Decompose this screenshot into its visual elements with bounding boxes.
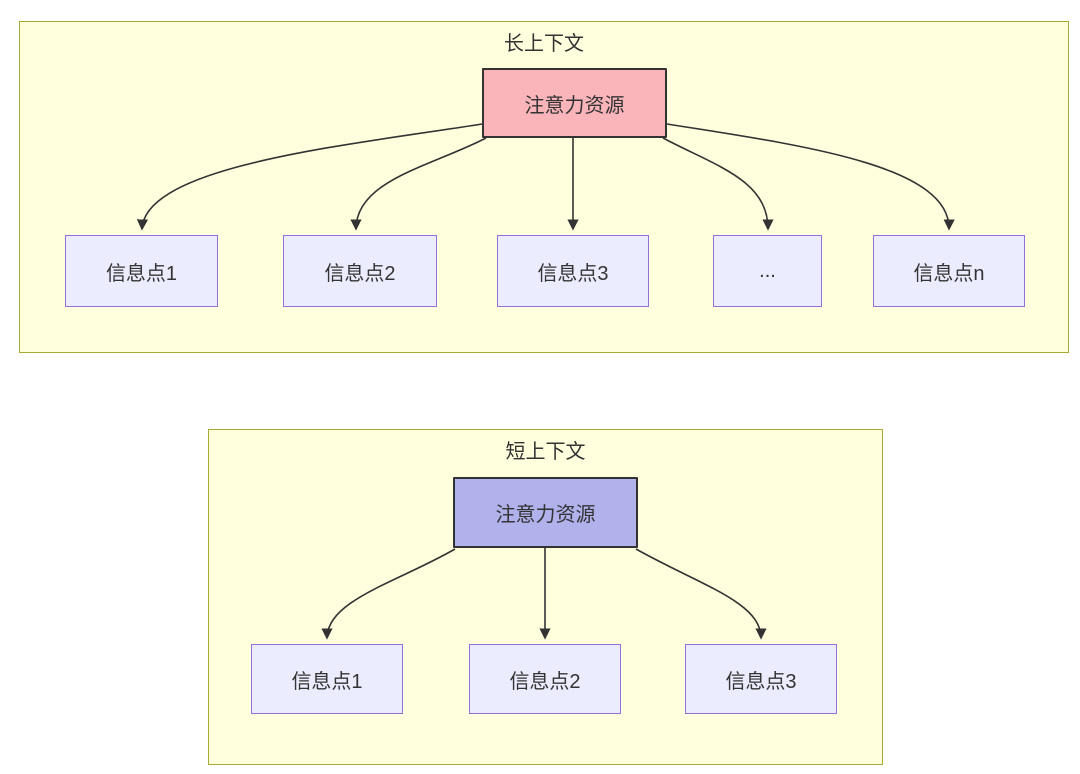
node-short-info-point-1: 信息点1 xyxy=(251,644,403,714)
node-short-info-point-3: 信息点3 xyxy=(685,644,837,714)
node-long-info-point-3: 信息点3 xyxy=(497,235,649,307)
node-short-info-point-2: 信息点2 xyxy=(469,644,621,714)
cluster-long-context-title: 长上下文 xyxy=(504,33,584,55)
node-long-info-point-ellipsis: ... xyxy=(713,235,822,307)
node-attention-resource-long: 注意力资源 xyxy=(482,68,667,138)
node-long-info-point-2: 信息点2 xyxy=(283,235,437,307)
cluster-short-context-title: 短上下文 xyxy=(505,441,586,463)
node-long-info-point-1: 信息点1 xyxy=(65,235,218,307)
node-long-info-point-n: 信息点n xyxy=(873,235,1025,307)
node-attention-resource-short: 注意力资源 xyxy=(453,477,638,548)
